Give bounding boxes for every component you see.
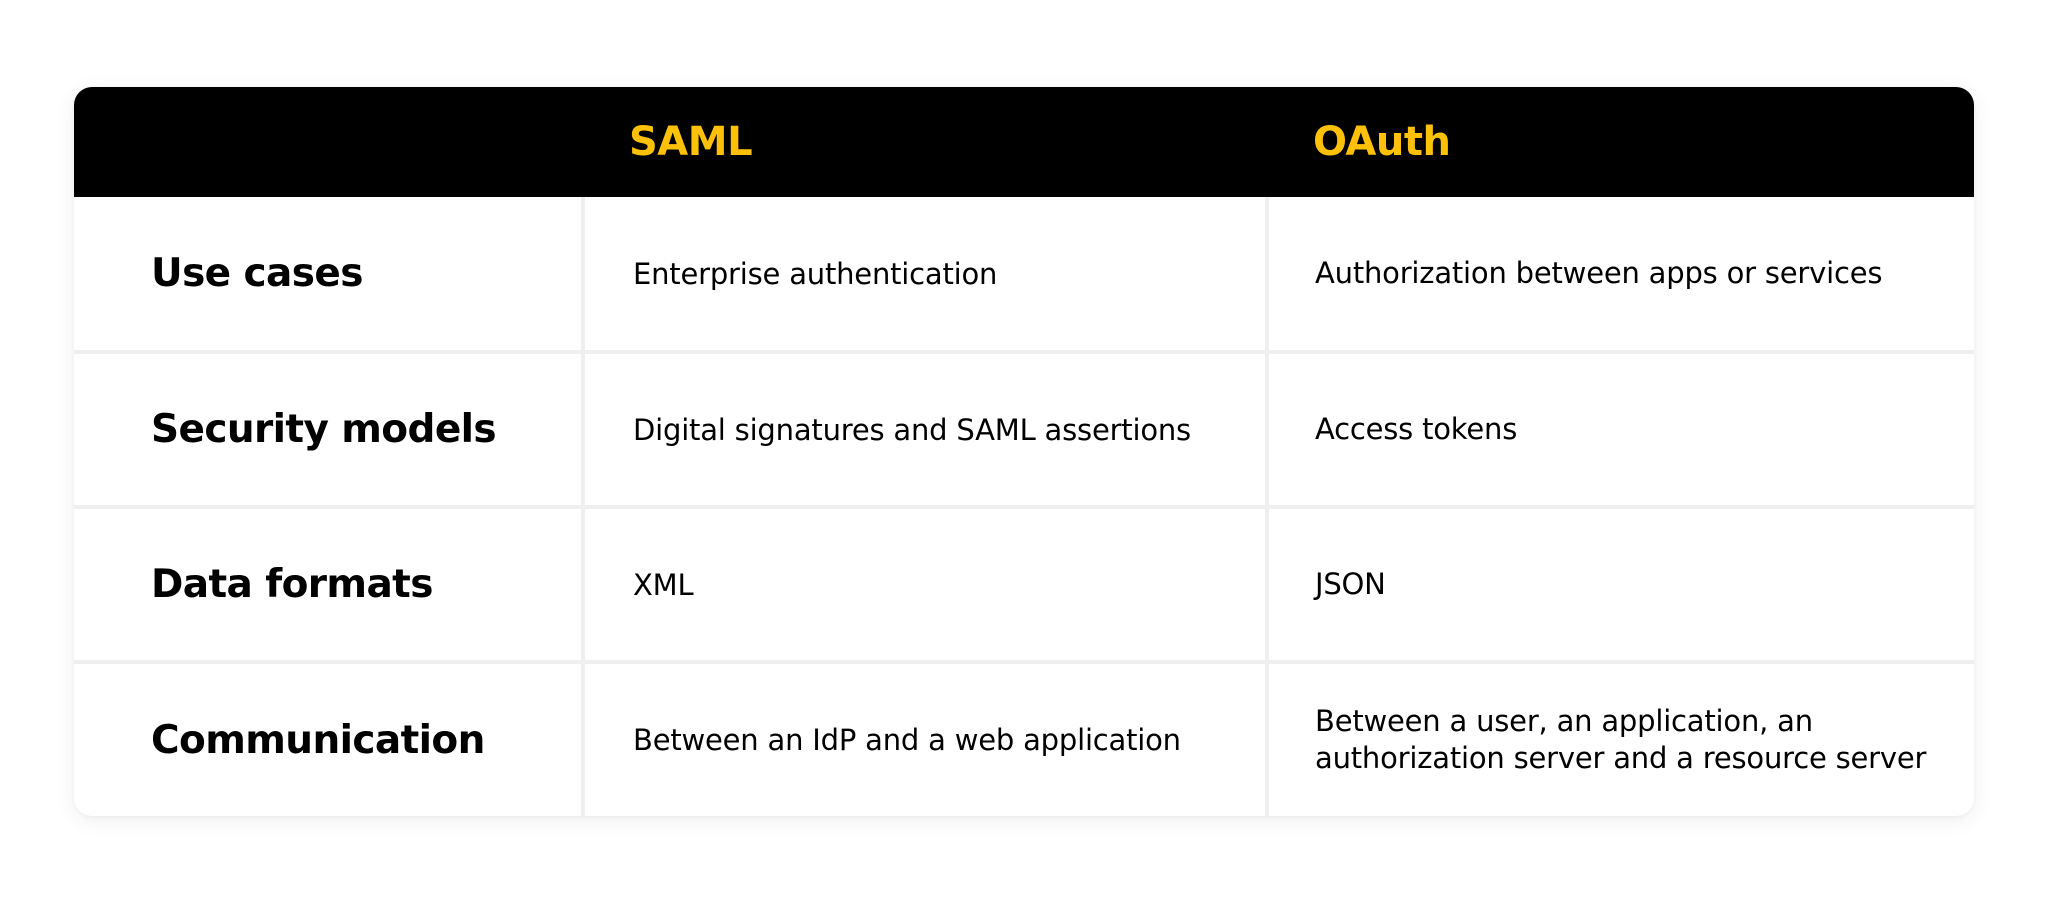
oauth-cell: Authorization between apps or services: [1265, 197, 1974, 350]
saml-cell: Enterprise authentication: [581, 197, 1265, 350]
table-row-communication: Communication Between an IdP and a web a…: [74, 660, 1974, 816]
header-cell-empty: [74, 87, 581, 197]
header-cell-oauth: OAuth: [1313, 119, 1451, 165]
oauth-cell-line: Access tokens: [1315, 412, 1518, 446]
oauth-cell-line: Authorization between apps or services: [1315, 256, 1883, 290]
saml-cell: Digital signatures and SAML assertions: [581, 354, 1265, 505]
table-row-security-models: Security models Digital signatures and S…: [74, 350, 1974, 505]
saml-cell: XML: [581, 509, 1265, 660]
saml-cell: Between an IdP and a web application: [581, 664, 1265, 816]
oauth-cell: Access tokens: [1265, 354, 1974, 505]
oauth-cell-line: JSON: [1315, 567, 1386, 601]
oauth-cell: JSON: [1265, 509, 1974, 660]
header-cell-saml: SAML: [629, 119, 753, 165]
row-label: Security models: [151, 407, 497, 452]
row-label: Communication: [151, 717, 485, 763]
oauth-cell-line: authorization server and a resource serv…: [1315, 741, 1927, 775]
oauth-cell: Between a user, an application, an autho…: [1265, 664, 1974, 816]
oauth-cell-line: Between a user, an application, an: [1315, 704, 1813, 738]
table-row-use-cases: Use cases Enterprise authentication Auth…: [74, 197, 1974, 350]
table-header-row: SAML OAuth: [74, 87, 1974, 197]
row-label: Data formats: [151, 562, 433, 607]
table-row-data-formats: Data formats XML JSON: [74, 505, 1974, 660]
row-label: Use cases: [151, 251, 363, 296]
comparison-table: SAML OAuth Use cases Enterprise authenti…: [74, 87, 1974, 816]
